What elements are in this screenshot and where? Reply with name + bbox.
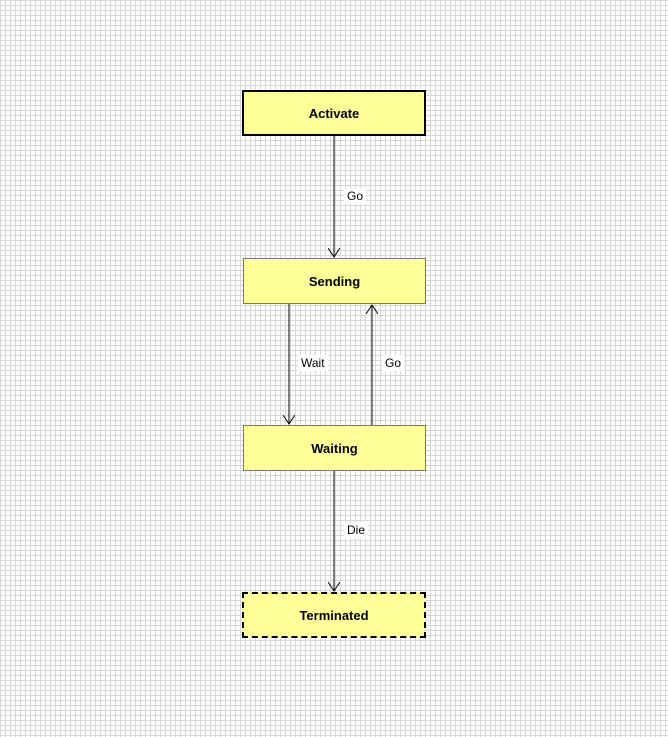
transition-label-die[interactable]: Die [344, 522, 369, 538]
transition-label-go-back[interactable]: Go [382, 355, 405, 371]
state-sending-label: Sending [308, 273, 361, 289]
transition-label-wait[interactable]: Wait [298, 355, 328, 371]
state-waiting[interactable]: Waiting [243, 425, 426, 471]
state-terminated-label: Terminated [299, 607, 369, 623]
transition-label-go-top[interactable]: Go [344, 188, 367, 204]
state-sending[interactable]: Sending [243, 258, 426, 304]
state-activate[interactable]: Activate [242, 90, 426, 136]
state-terminated[interactable]: Terminated [242, 592, 426, 638]
state-activate-label: Activate [308, 105, 360, 121]
state-waiting-label: Waiting [311, 440, 358, 456]
